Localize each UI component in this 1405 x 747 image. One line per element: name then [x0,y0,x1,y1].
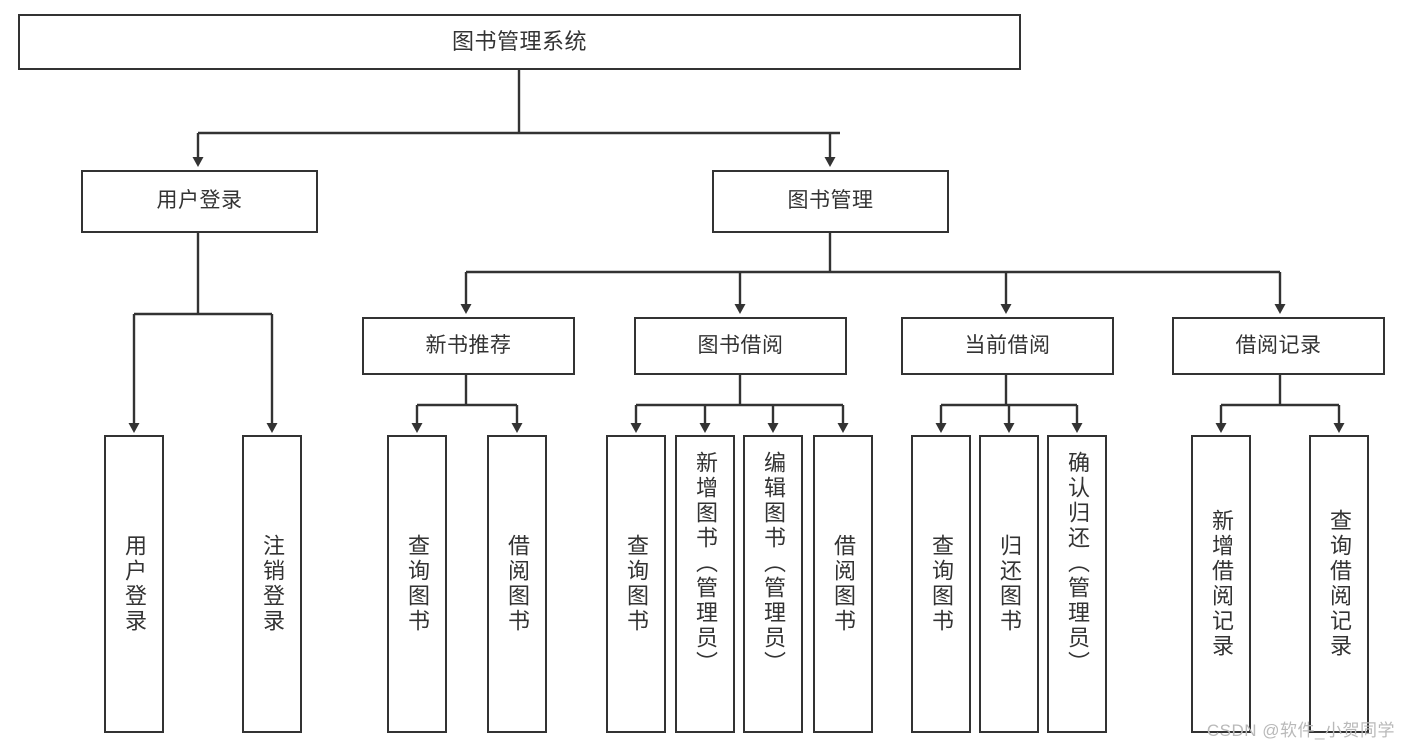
leaf-query-book-2[interactable]: 查询图书 [606,435,666,733]
node-borrow-record-label: 借阅记录 [1235,333,1322,357]
leaf-edit-book-admin[interactable]: 编辑图书（管理员） [743,435,803,733]
node-user-login-label: 用户登录 [156,189,243,213]
leaf-query-book-1[interactable]: 查询图书 [387,435,447,733]
leaf-add-borrow-record-label: 新增借阅记录 [1209,509,1234,659]
leaf-query-borrow-record[interactable]: 查询借阅记录 [1309,435,1369,733]
leaf-add-book-admin-label: 新增图书（管理员） [693,451,718,676]
node-new-book-recommend-label: 新书推荐 [425,333,512,357]
node-borrow-record[interactable]: 借阅记录 [1172,317,1385,375]
leaf-borrow-book-1-label: 借阅图书 [505,534,530,634]
leaf-edit-book-admin-label: 编辑图书（管理员） [761,451,786,676]
leaf-logout-login-label: 注销登录 [260,534,285,634]
leaf-user-login[interactable]: 用户登录 [104,435,164,733]
leaf-borrow-book-2[interactable]: 借阅图书 [813,435,873,733]
leaf-confirm-return-admin[interactable]: 确认归还（管理员） [1047,435,1107,733]
leaf-add-book-admin[interactable]: 新增图书（管理员） [675,435,735,733]
leaf-return-book[interactable]: 归还图书 [979,435,1039,733]
leaf-query-book-3-label: 查询图书 [929,534,954,634]
leaf-query-borrow-record-label: 查询借阅记录 [1327,509,1352,659]
node-book-borrow-label: 图书借阅 [697,333,784,357]
leaf-borrow-book-1[interactable]: 借阅图书 [487,435,547,733]
node-book-manage-label: 图书管理 [787,189,874,213]
node-book-borrow[interactable]: 图书借阅 [634,317,847,375]
leaf-query-book-2-label: 查询图书 [624,534,649,634]
leaf-query-book-1-label: 查询图书 [405,534,430,634]
leaf-user-login-label: 用户登录 [122,534,147,634]
leaf-add-borrow-record[interactable]: 新增借阅记录 [1191,435,1251,733]
leaf-return-book-label: 归还图书 [997,534,1022,634]
leaf-query-book-3[interactable]: 查询图书 [911,435,971,733]
node-current-borrow-label: 当前借阅 [964,333,1051,357]
node-root-label: 图书管理系统 [451,29,587,55]
leaf-confirm-return-admin-label: 确认归还（管理员） [1065,451,1090,676]
node-root[interactable]: 图书管理系统 [18,14,1021,70]
node-new-book-recommend[interactable]: 新书推荐 [362,317,575,375]
leaf-logout-login[interactable]: 注销登录 [242,435,302,733]
node-book-manage[interactable]: 图书管理 [712,170,949,233]
node-user-login[interactable]: 用户登录 [81,170,318,233]
node-current-borrow[interactable]: 当前借阅 [901,317,1114,375]
leaf-borrow-book-2-label: 借阅图书 [831,534,856,634]
